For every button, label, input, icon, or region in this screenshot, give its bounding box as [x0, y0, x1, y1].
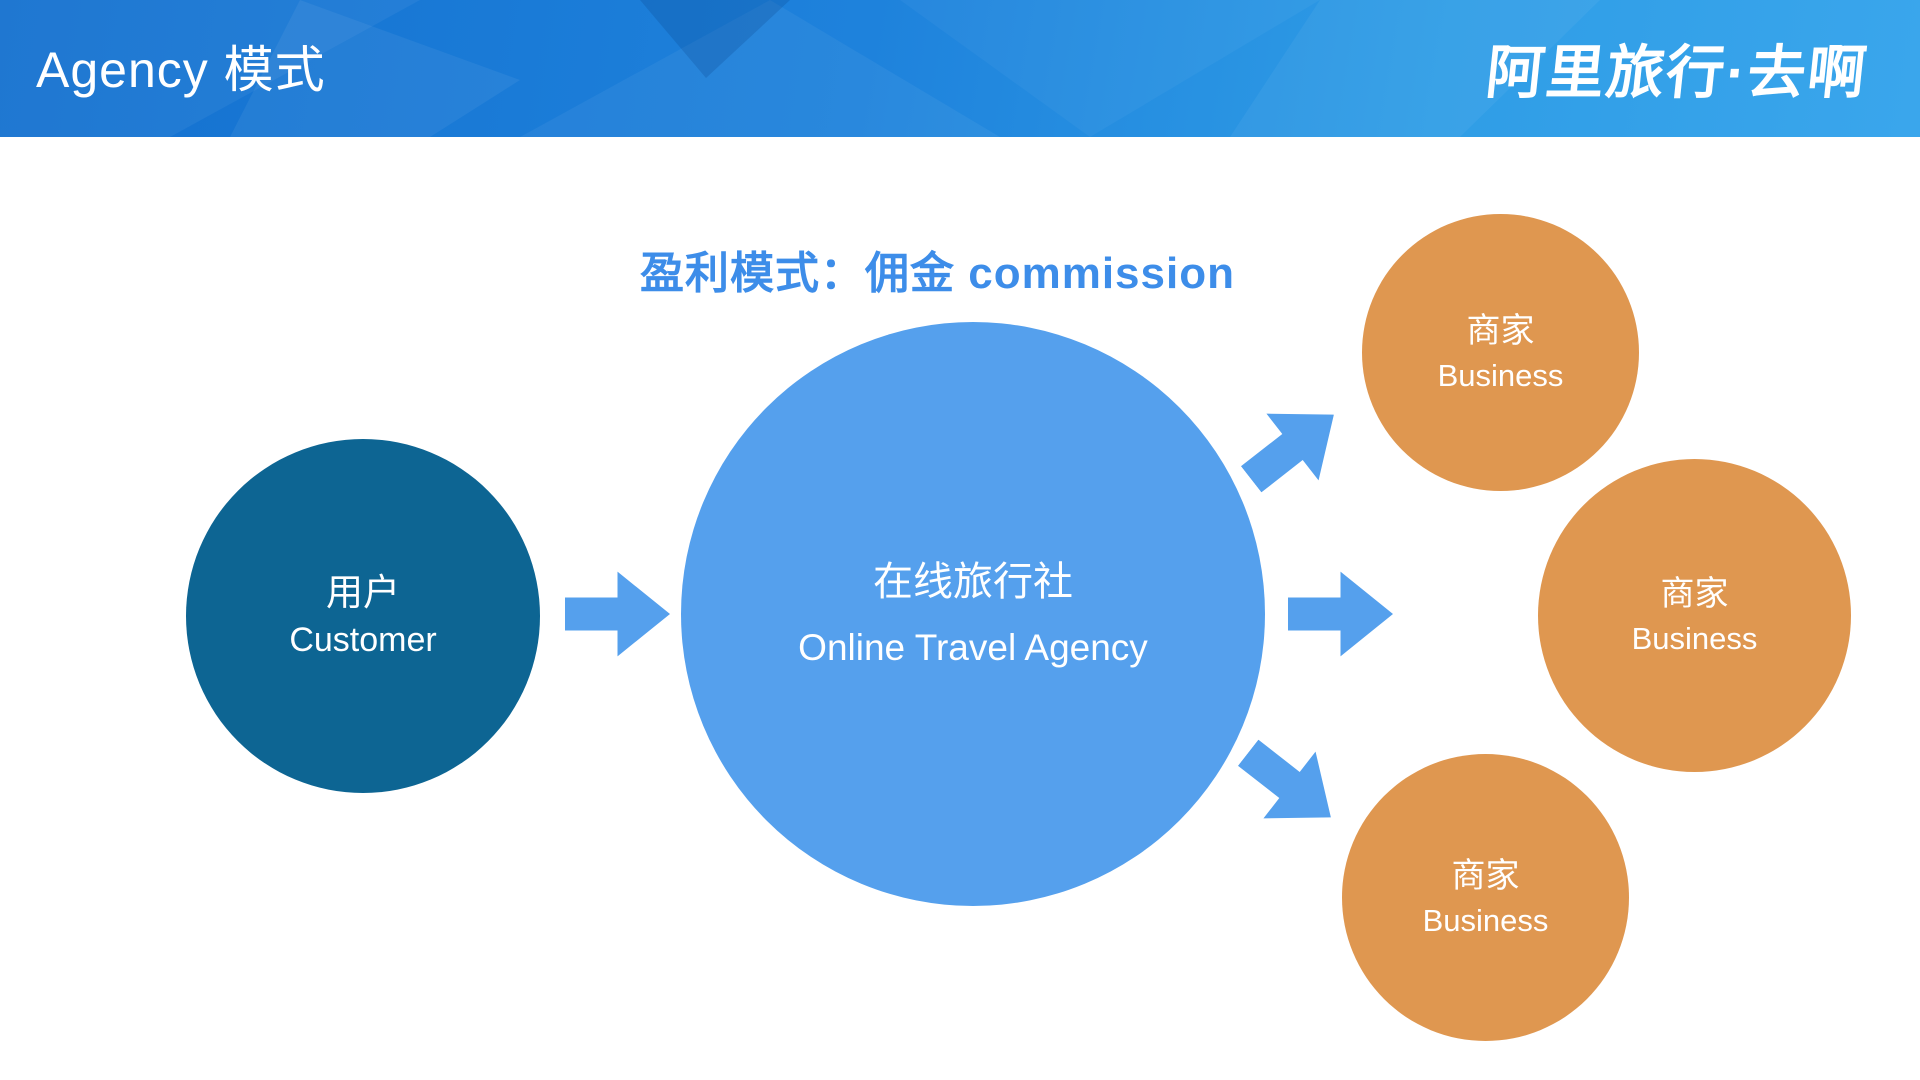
customer-node: 用户 Customer — [186, 439, 540, 793]
brand-logo: 阿里旅行·去啊 — [1482, 39, 1871, 105]
business-node-right: 商家 Business — [1538, 459, 1851, 772]
customer-label-zh: 用户 — [326, 572, 400, 614]
header-polygon-decoration — [0, 0, 1600, 137]
diagram-canvas: 盈利模式：佣金 commission 用户 Customer 在线旅行社 Onl… — [0, 137, 1920, 1080]
business-bottom-label-en: Business — [1422, 902, 1549, 938]
ota-label-en: Online Travel Agency — [798, 627, 1148, 669]
business-top-label-en: Business — [1437, 357, 1564, 393]
arrow-ota-to-business-right-icon — [1288, 571, 1393, 657]
business-node-top: 商家 Business — [1362, 214, 1639, 491]
customer-label-en: Customer — [289, 621, 437, 660]
profit-model-subtitle: 盈利模式：佣金 commission — [640, 249, 1235, 298]
page-title: Agency 模式 — [36, 41, 326, 98]
ota-label-zh: 在线旅行社 — [873, 560, 1073, 605]
arrow-customer-to-ota-icon — [565, 571, 670, 657]
business-bottom-label-zh: 商家 — [1451, 856, 1520, 895]
business-top-label-zh: 商家 — [1466, 311, 1535, 350]
header-bar: Agency 模式 阿里旅行·去啊 — [0, 0, 1920, 137]
arrow-ota-to-business-bottom-icon — [1220, 716, 1359, 853]
ota-node: 在线旅行社 Online Travel Agency — [681, 322, 1265, 906]
business-right-label-en: Business — [1631, 620, 1758, 656]
arrow-ota-to-business-top-icon — [1223, 378, 1362, 515]
business-node-bottom: 商家 Business — [1342, 754, 1629, 1041]
business-right-label-zh: 商家 — [1660, 574, 1729, 613]
